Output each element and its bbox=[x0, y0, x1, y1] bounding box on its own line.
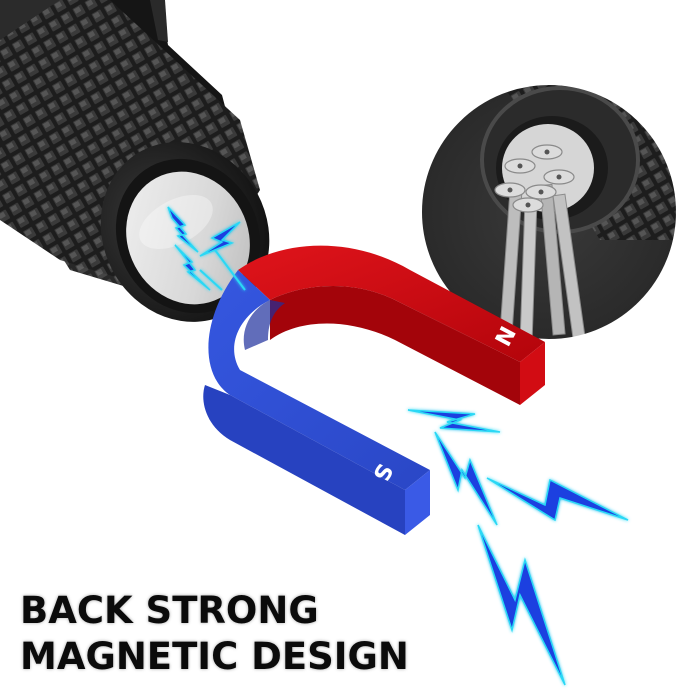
inset-magnet-screws bbox=[421, 84, 677, 340]
lightning-bolts bbox=[167, 206, 629, 686]
headline-line-2: MAGNETIC DESIGN bbox=[20, 635, 409, 678]
horseshoe-magnet: N S bbox=[203, 245, 545, 535]
headline: BACK STRONG MAGNETIC DESIGN bbox=[20, 588, 409, 680]
headline-line-1: BACK STRONG bbox=[20, 589, 319, 632]
